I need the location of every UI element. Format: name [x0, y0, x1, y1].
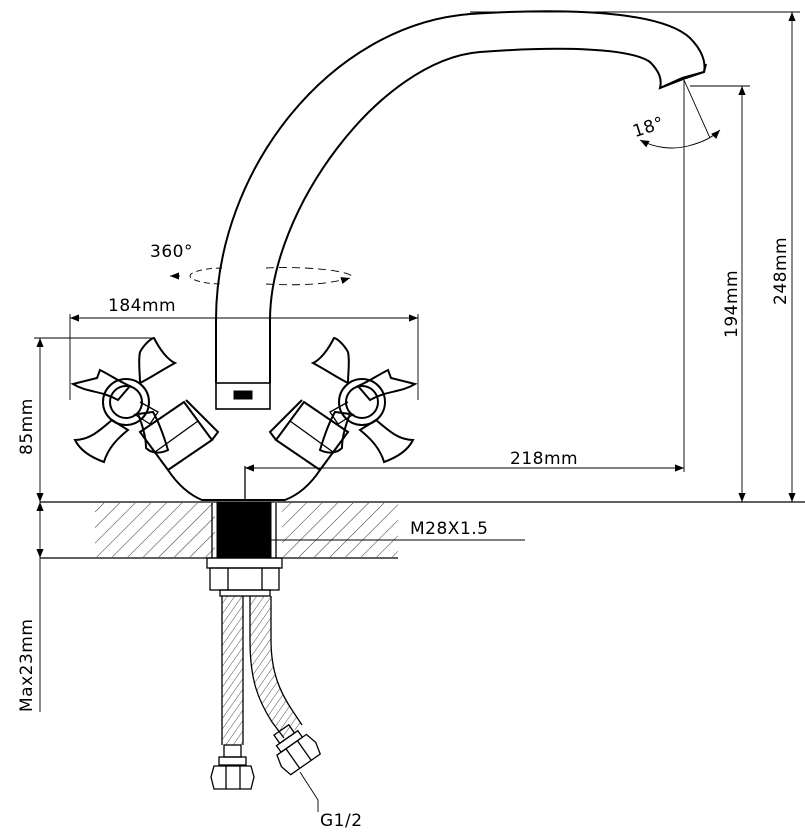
dimension-194mm	[690, 85, 750, 502]
rotation-label: 360°	[150, 242, 193, 262]
angle-indicator	[639, 79, 721, 155]
dimension-85mm	[34, 337, 154, 502]
hose-right	[249, 596, 322, 776]
reach-label: 218mm	[510, 449, 578, 469]
countertop	[40, 501, 805, 559]
countertop-hatch-right	[282, 503, 398, 557]
mounting-nut	[206, 557, 283, 597]
countertop-hatch-left	[95, 503, 215, 557]
dimension-218mm	[245, 155, 685, 472]
threaded-stud	[216, 502, 272, 558]
counter-thickness-label: Max23mm	[17, 619, 37, 712]
dimension-184mm	[69, 314, 419, 400]
spout-height-label: 194mm	[722, 270, 742, 338]
left-handle	[70, 336, 220, 472]
total-height-label: 248mm	[771, 237, 791, 305]
rotation-indicator	[170, 267, 353, 286]
hose-thread-label: G1/2	[320, 811, 363, 831]
dimension-248mm	[470, 11, 800, 502]
faucet-body	[167, 466, 321, 501]
width-label: 184mm	[108, 296, 176, 316]
hose-nut-left	[210, 765, 255, 790]
spout-collar-notch	[233, 390, 253, 400]
hose-left	[210, 596, 255, 790]
angle-label: 18°	[630, 113, 666, 142]
right-handle	[268, 336, 418, 472]
hose-nut-right	[276, 733, 322, 776]
mounting-stud	[211, 502, 277, 558]
spout	[215, 10, 707, 410]
thread-label: M28X1.5	[410, 519, 488, 539]
handle-height-label: 85mm	[17, 398, 37, 455]
hose-thread-callout	[299, 771, 319, 812]
